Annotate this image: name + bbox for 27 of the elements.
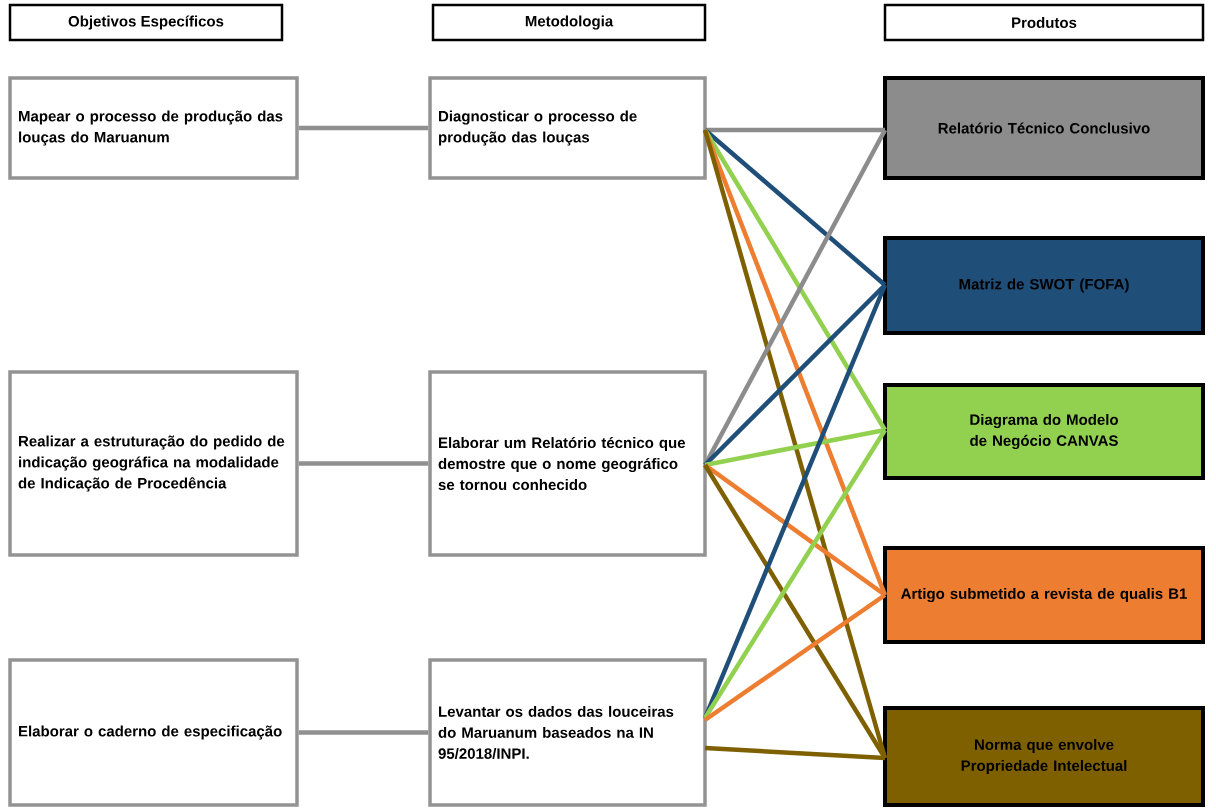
text-box: Elaborar o caderno de especificação bbox=[8, 658, 299, 807]
product-box: Diagrama do Modelo de Negócio CANVAS bbox=[883, 383, 1205, 480]
text-box: Mapear o processo de produção das louças do Maruanum bbox=[8, 76, 299, 180]
connector-line bbox=[703, 463, 887, 760]
text-box: Levantar os dados das louceiras do Maruanum baseados na IN 95/2018/INPI. bbox=[428, 658, 707, 807]
connector-line bbox=[704, 745, 886, 761]
connector-line bbox=[703, 283, 887, 467]
column-header: Objetivos Específicos bbox=[8, 3, 284, 42]
connector-line bbox=[704, 427, 886, 468]
product-box: Relatório Técnico Conclusivo bbox=[883, 76, 1205, 180]
connector-line bbox=[298, 461, 429, 466]
connector-line bbox=[703, 593, 887, 722]
connector-line bbox=[703, 463, 887, 597]
connector-line bbox=[703, 428, 887, 720]
product-box: Artigo submetido a revista de qualis B1 bbox=[883, 546, 1205, 644]
connector-line bbox=[703, 128, 887, 287]
product-box: Matriz de SWOT (FOFA) bbox=[883, 236, 1205, 335]
connector-line bbox=[705, 127, 885, 133]
column-header: Metodologia bbox=[431, 3, 707, 42]
column-header: Produtos bbox=[883, 3, 1205, 42]
connector-line bbox=[298, 125, 429, 131]
text-box: Elaborar um Relatório técnico que demostre que o nome geográfico se tornou conhecido bbox=[428, 370, 707, 557]
connector-line bbox=[702, 129, 888, 759]
text-box: Diagnosticar o processo de produção das louças bbox=[428, 76, 707, 180]
product-box: Norma que envolve Propriedade Intelectual bbox=[883, 706, 1205, 807]
text-box: Realizar a estruturação do pedido de indicação geográfica na modalidade de Indicação de Procedência bbox=[8, 370, 299, 557]
connector-line bbox=[298, 730, 429, 735]
